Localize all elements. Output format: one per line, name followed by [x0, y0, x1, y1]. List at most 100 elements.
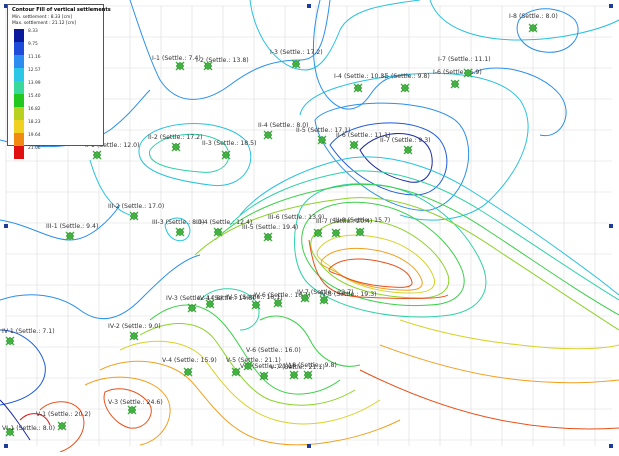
point-marker-icon[interactable]: [127, 405, 137, 415]
point-marker-icon[interactable]: [349, 140, 359, 150]
measurement-point[interactable]: I-4 (Settle.: 10.3): [334, 73, 387, 93]
point-marker-icon[interactable]: [129, 211, 139, 221]
measurement-point[interactable]: III-1 (Settle.: 9.4): [46, 223, 98, 241]
measurement-point[interactable]: II-2 (Settle.: 17.2): [148, 134, 203, 152]
point-marker-icon[interactable]: [221, 150, 231, 160]
point-marker-icon[interactable]: [289, 370, 299, 380]
point-marker-icon[interactable]: [175, 61, 185, 71]
measurement-point[interactable]: IV-7 (Settle.: 22.7): [297, 289, 354, 303]
measurement-point[interactable]: II-6 (Settle.: 11.1): [336, 132, 391, 150]
measurement-point[interactable]: III-7 (Settle.: 20.4): [316, 218, 372, 238]
point-marker-icon[interactable]: [129, 331, 139, 341]
point-marker-icon[interactable]: [187, 303, 197, 313]
point-marker-icon[interactable]: [303, 370, 313, 380]
point-marker-icon[interactable]: [5, 336, 15, 346]
point-marker-icon[interactable]: [57, 421, 67, 431]
measurement-point[interactable]: II-5 (Settle.: 17.1): [296, 127, 351, 145]
point-marker-icon[interactable]: [319, 295, 329, 305]
measurement-point[interactable]: II-7 (Settle.: 9.3): [380, 137, 431, 155]
point-marker-ring: [130, 332, 138, 340]
point-marker-icon[interactable]: [317, 135, 327, 145]
point-marker-icon[interactable]: [331, 228, 341, 238]
point-label: VI-1 (Settle.: 8.0): [2, 425, 55, 432]
point-marker-icon[interactable]: [463, 68, 473, 78]
measurement-point[interactable]: I-6 (Settle.: 5.9): [433, 69, 482, 89]
selection-handles[interactable]: [4, 4, 613, 448]
point-marker-icon[interactable]: [175, 227, 185, 237]
point-marker-icon[interactable]: [203, 61, 213, 71]
point-label: III-7 (Settle.: 20.4): [316, 218, 372, 225]
resize-handle-mr[interactable]: [609, 224, 613, 228]
point-marker-icon[interactable]: [65, 231, 75, 241]
measurement-point[interactable]: II-3 (Settle.: 18.5): [202, 140, 257, 160]
measurement-point[interactable]: IV-3 (Settle.: 14.8): [166, 295, 223, 313]
measurement-point[interactable]: III-3 (Settle.: 8.0): [152, 219, 204, 237]
measurement-point[interactable]: V-8 (Settle.: 9.8): [286, 362, 337, 380]
point-marker-icon[interactable]: [313, 228, 323, 238]
point-label: V-6 (Settle.: 16.0): [246, 347, 301, 354]
point-marker-icon[interactable]: [291, 59, 301, 69]
point-marker-icon[interactable]: [213, 227, 223, 237]
resize-handle-tm[interactable]: [307, 4, 311, 8]
point-label: II-1 (Settle.: 12.0): [85, 142, 140, 149]
measurement-point[interactable]: V-6 (Settle.: 16.0): [243, 347, 301, 371]
point-marker-icon[interactable]: [205, 299, 215, 309]
measurement-point[interactable]: IV-1 (Settle.: 7.1): [2, 328, 55, 346]
point-marker-icon[interactable]: [450, 79, 460, 89]
resize-handle-bl[interactable]: [4, 444, 8, 448]
point-marker-icon[interactable]: [231, 367, 241, 377]
measurement-point[interactable]: I-8 (Settle.: 8.0): [509, 13, 558, 33]
measurement-point[interactable]: I-3 (Settle.: 17.2): [270, 49, 323, 69]
resize-handle-br[interactable]: [609, 444, 613, 448]
measurement-point[interactable]: III-8 (Settle.: 15.7): [334, 217, 390, 237]
point-marker-icon[interactable]: [273, 298, 283, 308]
point-marker-icon[interactable]: [355, 227, 365, 237]
point-marker-icon[interactable]: [400, 83, 410, 93]
measurement-point[interactable]: III-4 (Settle.: 12.4): [196, 219, 252, 237]
legend-level: 21.06: [28, 146, 41, 151]
resize-handle-ml[interactable]: [4, 224, 8, 228]
point-marker-icon[interactable]: [263, 130, 273, 140]
measurement-point[interactable]: II-4 (Settle.: 8.0): [258, 122, 309, 140]
point-marker-icon[interactable]: [403, 145, 413, 155]
measurement-point[interactable]: IV-6 (Settle.: 16.1): [254, 292, 311, 308]
point-marker-icon[interactable]: [251, 300, 261, 310]
measurement-point[interactable]: V-1 (Settle.: 20.2): [36, 411, 91, 431]
point-marker-icon[interactable]: [243, 361, 253, 371]
measurement-point[interactable]: VI-1 (Settle.: 8.0): [2, 425, 55, 437]
point-marker-icon[interactable]: [353, 83, 363, 93]
measurement-point[interactable]: IV-8 (Settle.: 19.3): [319, 291, 377, 305]
point-marker-icon[interactable]: [183, 367, 193, 377]
measurement-point[interactable]: V-3 (Settle.: 24.6): [108, 399, 163, 415]
point-marker-icon[interactable]: [263, 232, 273, 242]
measurement-point[interactable]: III-6 (Settle.: 13.9): [268, 214, 324, 238]
measurement-point[interactable]: V-5 (Settle.: 21.1): [226, 357, 281, 377]
point-marker-icon[interactable]: [259, 371, 269, 381]
resize-handle-bm[interactable]: [307, 444, 311, 448]
measurement-point[interactable]: I-2 (Settle.: 13.8): [196, 57, 249, 71]
measurement-point[interactable]: V-2 (Settle.: 21.1): [240, 363, 295, 381]
point-marker-icon[interactable]: [171, 142, 181, 152]
point-marker-icon[interactable]: [528, 23, 538, 33]
measurement-point[interactable]: IV-5 (Settle.: 16.1): [226, 294, 283, 310]
measurement-point[interactable]: III-5 (Settle.: 19.4): [242, 224, 298, 242]
measurement-point[interactable]: IV-2 (Settle.: 9.0): [108, 323, 161, 341]
measurement-point[interactable]: I-7 (Settle.: 11.1): [438, 56, 491, 78]
measurement-point[interactable]: V-4 (Settle.: 15.9): [162, 357, 217, 377]
point-marker-icon[interactable]: [300, 293, 310, 303]
measurement-point[interactable]: I-1 (Settle.: 7.4): [152, 55, 201, 71]
point-marker-icon[interactable]: [5, 427, 15, 437]
measurement-point[interactable]: I-5 (Settle.: 9.8): [381, 73, 430, 93]
contour-line: [316, 234, 436, 294]
legend-swatch: [14, 42, 24, 55]
point-marker-ring: [264, 131, 272, 139]
measurement-point[interactable]: V-7 (Settle.: 21.1): [270, 364, 325, 380]
resize-handle-tr[interactable]: [609, 4, 613, 8]
measurement-point[interactable]: IV-4 (Settle.: 14.8): [198, 295, 255, 309]
point-marker-icon[interactable]: [92, 150, 102, 160]
measurement-point[interactable]: III-2 (Settle.: 17.0): [108, 203, 164, 221]
measurement-point[interactable]: II-1 (Settle.: 12.0): [85, 142, 140, 160]
resize-handle-tl[interactable]: [4, 4, 8, 8]
